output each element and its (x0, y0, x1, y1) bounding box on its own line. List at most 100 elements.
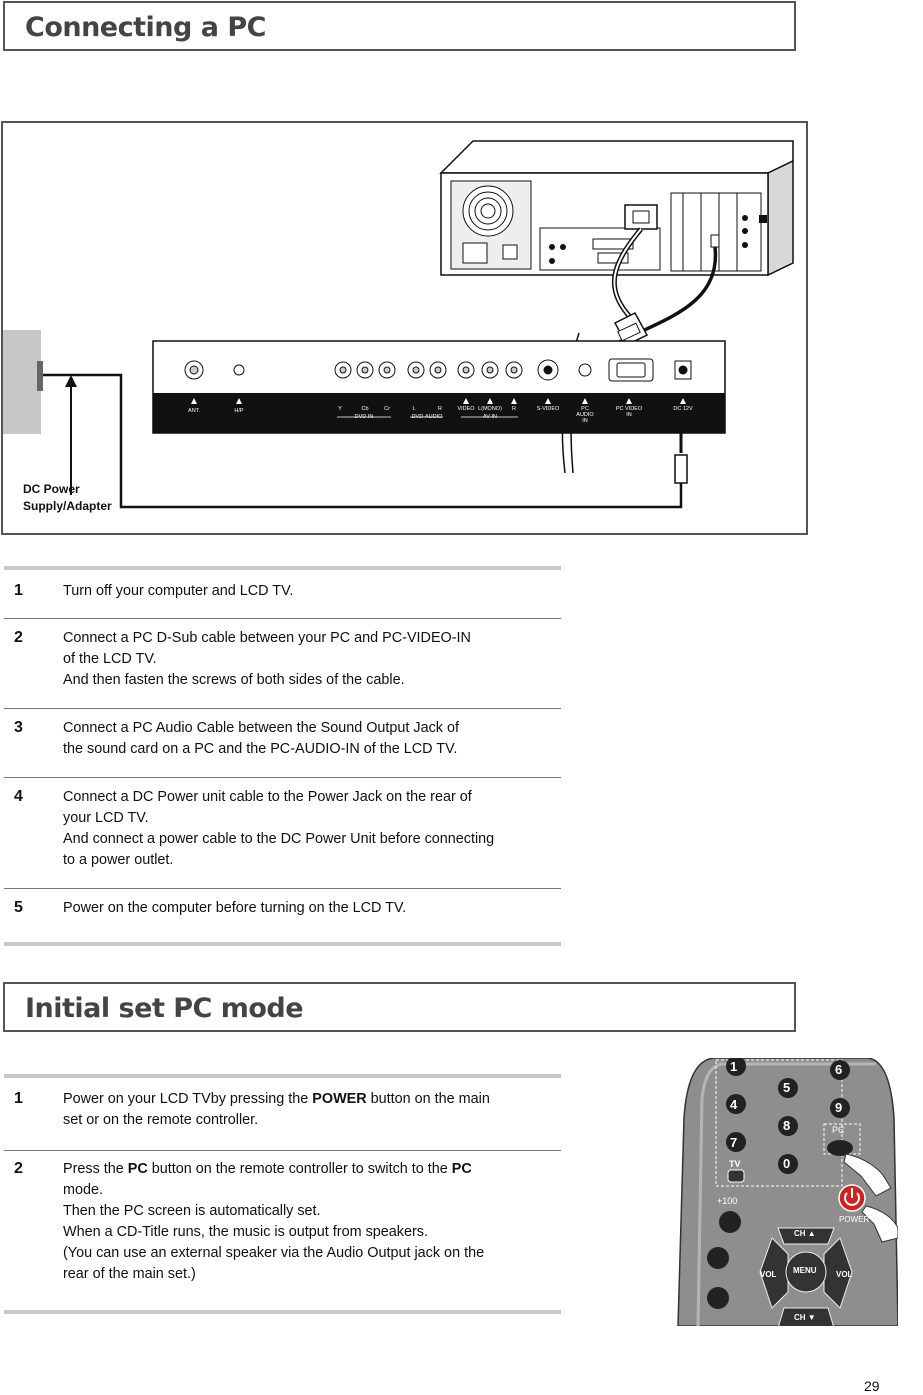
power-label: POWER (839, 1215, 870, 1224)
ch-up-label: CH ▲ (794, 1229, 816, 1238)
step-number: 1 (14, 582, 23, 599)
step-line: And then fasten the screws of both sides… (63, 672, 405, 688)
digit-5: 5 (783, 1080, 791, 1095)
digit-7: 7 (730, 1135, 738, 1150)
port-label-ant: ANT. (188, 408, 200, 414)
dc-power-label-line2: Supply/Adapter (23, 499, 112, 513)
page-number: 29 (864, 1378, 880, 1394)
port-label-r2: R (512, 406, 516, 412)
vol-left-label: VOL (760, 1270, 777, 1279)
dc-power-label: DC Power Supply/Adapter (23, 481, 112, 515)
pc-button-label: PC (832, 1125, 845, 1135)
digit-9: 9 (835, 1100, 843, 1115)
section-title: Initial set PC mode (25, 993, 304, 1024)
step-1: 1 Turn off your computer and LCD TV. (4, 570, 561, 618)
step-number: 4 (14, 788, 23, 805)
remote-control-illustration: 1 5 6 4 8 9 7 0 PC TV +100 POWER CH ▲ CH… (676, 1056, 899, 1329)
section-header-connecting-pc: Connecting a PC (3, 1, 796, 51)
step-line: Connect a PC Audio Cable between the Sou… (63, 720, 460, 736)
port-label-hp: H/P (234, 408, 244, 414)
vol-right-label: VOL (836, 1270, 853, 1279)
pc-tower-illustration (439, 140, 794, 277)
port-label-av-in: AV-IN (483, 414, 497, 420)
port-arrows (191, 398, 686, 404)
step-number: 5 (14, 899, 23, 916)
step-text: Press the PC button on the remote contro… (63, 1159, 561, 1285)
step-text: Connect a PC D-Sub cable between your PC… (63, 628, 561, 691)
ferrite-core (674, 454, 688, 484)
step-line: to a power outlet. (63, 852, 174, 868)
ch-down-label: CH ▼ (794, 1313, 816, 1322)
connection-diagram-drawing (3, 140, 794, 509)
step-text: Power on your LCD TVby pressing the POWE… (63, 1089, 561, 1131)
port-label-l-mono: L(MONO) (478, 406, 502, 412)
step-line: Connect a DC Power unit cable to the Pow… (63, 789, 472, 805)
port-label-r: R (438, 406, 442, 412)
connection-steps: 1 Turn off your computer and LCD TV. 2 C… (4, 566, 561, 946)
port-label-s-video: S-VIDEO (536, 406, 560, 412)
digit-6: 6 (835, 1062, 843, 1077)
text-run: button on the main (366, 1091, 490, 1107)
connection-diagram: ANT. H/P Y Cb Cr DVD IN L R DVD-AUDIO VI… (1, 121, 808, 535)
step-line: When a CD-Title runs, the music is outpu… (63, 1224, 428, 1240)
step-text: Turn off your computer and LCD TV. (63, 581, 561, 602)
digit-8: 8 (783, 1118, 791, 1133)
step-line: Turn off your computer and LCD TV. (63, 583, 294, 599)
port-label-cb: Cb (361, 406, 369, 412)
number-buttons (707, 1056, 853, 1309)
step-line: of the LCD TV. (63, 651, 157, 667)
step-line: set or on the remote controller. (63, 1112, 259, 1128)
pc-keyword: PC (451, 1161, 472, 1177)
port-label-dvd-in: DVD IN (354, 414, 374, 420)
port-label-video: VIDEO (457, 406, 475, 412)
port-label-l: L (412, 406, 416, 412)
step-line: Press the PC button on the remote contro… (63, 1159, 561, 1180)
pointing-hands (843, 1153, 899, 1243)
power-keyword: POWER (312, 1091, 367, 1107)
port-label-pc-audio-in: PC AUDIO IN (576, 406, 594, 424)
pc-keyword: PC (127, 1161, 148, 1177)
plus100-label: +100 (717, 1196, 738, 1206)
step-number: 3 (14, 719, 23, 736)
step-line: the sound card on a PC and the PC-AUDIO-… (63, 741, 458, 757)
step-line: Then the PC screen is automatically set. (63, 1203, 321, 1219)
step-line: Power on the computer before turning on … (63, 900, 407, 916)
digit-0: 0 (783, 1156, 791, 1171)
step-4: 4 Connect a DC Power unit cable to the P… (4, 777, 561, 888)
step-number: 1 (14, 1090, 23, 1107)
port-label-y: Y (338, 406, 342, 412)
step-number: 2 (14, 1160, 23, 1177)
step-line: rear of the main set.) (63, 1266, 196, 1282)
step-text: Connect a PC Audio Cable between the Sou… (63, 718, 561, 760)
tv-button-label: TV (729, 1159, 741, 1169)
text-run: button on the remote controller to switc… (147, 1161, 452, 1177)
dsub-plug-tv (613, 312, 649, 346)
digit-1: 1 (730, 1059, 738, 1074)
port-label-dc12v: DC 12V (673, 406, 693, 412)
remote-body (677, 1056, 899, 1329)
section-header-initial-pc-mode: Initial set PC mode (3, 982, 796, 1032)
step-line: And connect a power cable to the DC Powe… (63, 831, 495, 847)
port-label-cr: Cr (384, 406, 390, 412)
step-line: Connect a PC D-Sub cable between your PC… (63, 630, 471, 646)
step-5: 5 Power on the computer before turning o… (4, 888, 561, 934)
step-text: Connect a DC Power unit cable to the Pow… (63, 787, 561, 871)
dc-power-label-line1: DC Power (23, 482, 80, 496)
text-run: Power on your LCD TVby pressing the (63, 1091, 313, 1107)
tv-side (3, 330, 41, 434)
digit-4: 4 (730, 1097, 738, 1112)
step-2: 2 Press the PC button on the remote cont… (4, 1150, 561, 1310)
tv-jacks (184, 358, 692, 382)
step-line: (You can use an external speaker via the… (63, 1245, 485, 1261)
port-label-dvd-audio: DVD-AUDIO (411, 414, 443, 420)
text-run: Press the (63, 1161, 128, 1177)
menu-label: MENU (793, 1266, 817, 1275)
section-title: Connecting a PC (25, 12, 266, 43)
step-number: 2 (14, 629, 23, 646)
step-line: mode. (63, 1182, 103, 1198)
step-3: 3 Connect a PC Audio Cable between the S… (4, 708, 561, 777)
port-label-pc-video-in: PC VIDEO IN (615, 406, 643, 418)
step-text: Power on the computer before turning on … (63, 898, 561, 919)
step-1: 1 Power on your LCD TVby pressing the PO… (4, 1078, 561, 1150)
step-2: 2 Connect a PC D-Sub cable between your … (4, 618, 561, 708)
